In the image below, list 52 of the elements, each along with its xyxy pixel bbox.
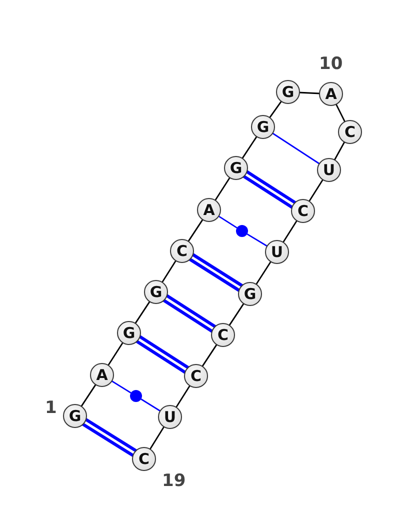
nucleotide-circle: C <box>170 239 194 263</box>
nucleotide-circle: U <box>265 240 289 264</box>
backbone-line <box>161 260 177 284</box>
backbone-line <box>335 104 346 122</box>
base-pair-line <box>140 398 161 412</box>
base-pair-line <box>111 380 132 394</box>
base-pair-line <box>218 215 238 228</box>
backbone-line <box>214 176 231 202</box>
backbone-line <box>107 342 124 366</box>
nucleotide-circle: G <box>144 280 168 304</box>
backbone-line <box>80 384 97 408</box>
backbone-line <box>187 218 204 242</box>
nucleotide-circle: C <box>184 364 208 388</box>
nucleotide-circle: C <box>211 323 235 347</box>
base-pair-line <box>188 252 244 292</box>
nucleotide-circle: G <box>117 321 141 345</box>
nucleotide-circle: U <box>158 405 182 429</box>
backbone-line <box>255 260 272 286</box>
nucleotide-circle: G <box>276 80 300 104</box>
base-pair-line <box>246 233 268 247</box>
backbone-line <box>282 220 298 244</box>
nucleotide-circle: C <box>291 199 315 223</box>
position-number: 1 <box>45 398 57 418</box>
position-number: 19 <box>162 471 186 491</box>
nucleotide-circle: A <box>319 82 343 106</box>
nucleotide-circle: G <box>224 156 248 180</box>
base-pair-line <box>135 334 190 374</box>
backbone-line <box>134 300 151 324</box>
backbone-line <box>298 92 320 94</box>
nucleotide-circle: A <box>90 363 114 387</box>
nucleotide-circle: C <box>338 120 362 144</box>
nucleotide-circle: G <box>251 115 275 139</box>
backbone-line <box>268 100 282 118</box>
backbone-line <box>201 344 218 368</box>
backbone-line <box>149 426 165 450</box>
nucleotide-circle: G <box>238 282 262 306</box>
base-pair-line <box>81 418 138 458</box>
backbone-line <box>334 141 346 161</box>
nucleotide-circle: C <box>132 447 156 471</box>
position-number: 10 <box>319 54 343 74</box>
base-pair-line <box>272 132 320 165</box>
backbone-line <box>175 384 191 408</box>
wobble-pair-dot <box>130 390 142 402</box>
nucleotide-circle: G <box>63 404 87 428</box>
nucleotide-circle: U <box>317 158 341 182</box>
base-pair-line <box>162 294 217 334</box>
backbone-line <box>308 178 324 202</box>
backbone-line <box>228 302 245 326</box>
nucleotide-circle: A <box>197 198 221 222</box>
backbone-line <box>241 136 258 160</box>
wobble-pair-dot <box>236 225 248 237</box>
base-pair-line <box>242 170 297 210</box>
